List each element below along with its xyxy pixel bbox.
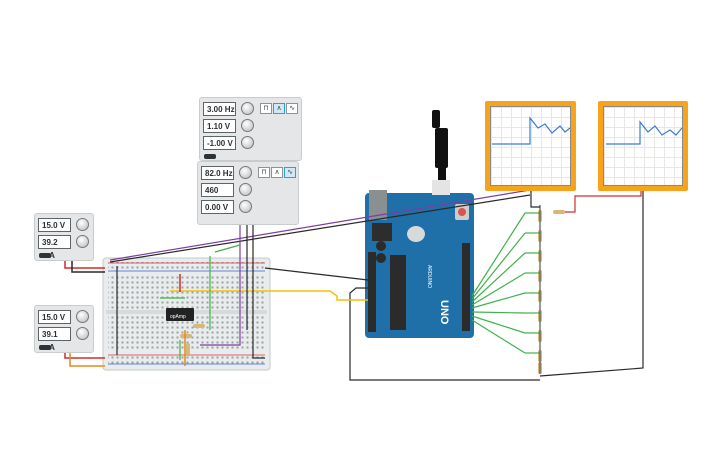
oscilloscope-2-screen: [603, 106, 683, 186]
ps1-current-display: 39.2 mA: [38, 235, 71, 260]
ps2-voltage-display: 15.0 V: [38, 310, 71, 324]
fg2-amplitude-knob[interactable]: [239, 183, 252, 196]
ps2-terminal[interactable]: [39, 345, 51, 350]
ps1-terminal[interactable]: [39, 253, 51, 258]
opamp-chip[interactable]: [166, 308, 194, 321]
breadboard-resistors[interactable]: [180, 324, 205, 355]
fg2-square-wave-icon[interactable]: ⊓: [258, 167, 270, 178]
fg2-frequency-knob[interactable]: [239, 166, 252, 179]
fg1-offset-knob[interactable]: [241, 136, 254, 149]
oscilloscope-2[interactable]: [598, 101, 688, 191]
opamp-label: opAmp: [170, 314, 186, 320]
oscilloscope-1[interactable]: [485, 101, 576, 191]
fg1-square-wave-icon[interactable]: ⊓: [260, 103, 272, 114]
fg1-sine-wave-icon[interactable]: ∿: [286, 103, 298, 114]
fg1-frequency-knob[interactable]: [241, 102, 254, 115]
fg1-triangle-wave-icon[interactable]: ∧: [273, 103, 285, 114]
fg2-sine-wave-icon[interactable]: ∿: [284, 167, 296, 178]
arduino-model-label: UNO: [438, 300, 450, 325]
power-supply-2[interactable]: 15.0 V 39.1 mA: [34, 305, 94, 353]
ps1-voltage-knob[interactable]: [76, 218, 89, 231]
oscilloscope-1-screen: [490, 106, 571, 186]
ps1-current-knob[interactable]: [76, 235, 89, 248]
fg1-amplitude-display: 1.10 V: [203, 119, 236, 133]
breadboard[interactable]: [102, 257, 271, 371]
function-generator-1[interactable]: 3.00 Hz 1.10 V -1.00 V ⊓ ∧ ∿: [199, 97, 302, 161]
resistor-ladder[interactable]: [538, 210, 565, 374]
fg2-offset-display: 0.00 V: [201, 200, 234, 214]
arduino-uno-board[interactable]: [365, 110, 474, 338]
fg2-offset-knob[interactable]: [239, 200, 252, 213]
fg2-frequency-display: 82.0 Hz: [201, 166, 234, 180]
fg1-offset-display: -1.00 V: [203, 136, 236, 150]
arduino-brand-label: ARDUINO: [426, 265, 432, 288]
ps2-current-knob[interactable]: [76, 327, 89, 340]
fg2-amplitude-display: 460 mV: [201, 183, 234, 208]
fg1-frequency-display: 3.00 Hz: [203, 102, 236, 116]
fg2-triangle-wave-icon[interactable]: ∧: [271, 167, 283, 178]
ps1-voltage-display: 15.0 V: [38, 218, 71, 232]
wires: [64, 160, 644, 381]
power-supply-1[interactable]: 15.0 V 39.2 mA: [34, 213, 94, 261]
fg1-terminal[interactable]: [204, 154, 216, 159]
fg1-amplitude-knob[interactable]: [241, 119, 254, 132]
ps2-voltage-knob[interactable]: [76, 310, 89, 323]
function-generator-2[interactable]: 82.0 Hz 460 mV 0.00 V ⊓ ∧ ∿: [197, 161, 299, 225]
ps2-current-display: 39.1 mA: [38, 327, 71, 352]
